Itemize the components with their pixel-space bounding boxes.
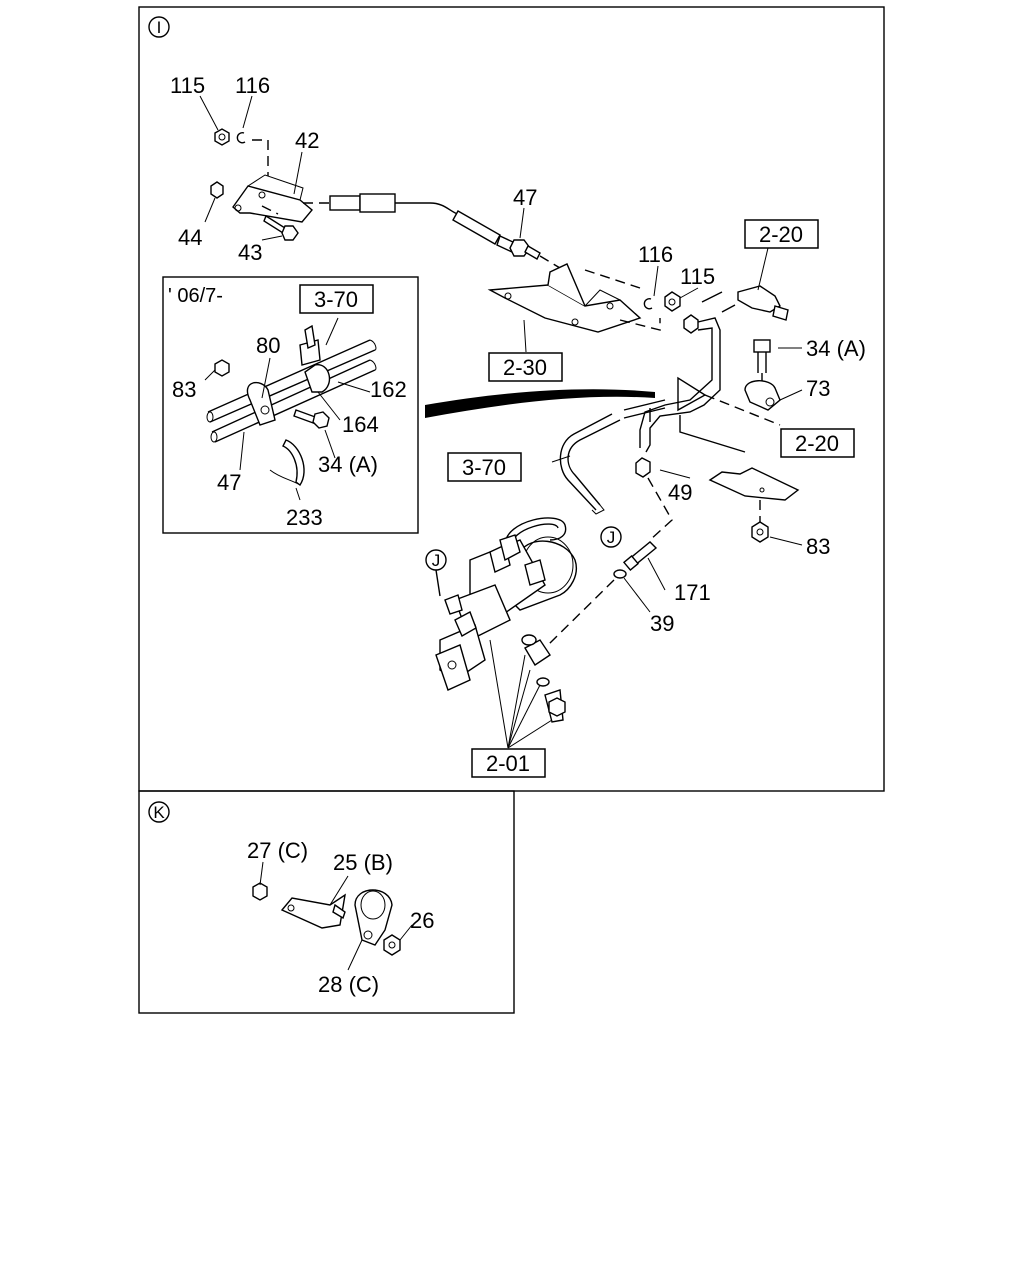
label-171: 171 (674, 580, 711, 605)
label-49: 49 (668, 480, 692, 505)
label-28c: 28 (C) (318, 972, 379, 997)
label-115-right: 115 (680, 264, 715, 289)
label-115-top-left: 115 (170, 73, 205, 98)
clip-73 (744, 380, 781, 411)
label-43: 43 (238, 240, 262, 265)
dashed-lead-43 (261, 205, 279, 215)
svg-text:2-01: 2-01 (486, 751, 530, 776)
ref-box-3-70-inset: 3-70 (299, 284, 374, 314)
nut-44 (210, 181, 224, 199)
dashed-lead-116 (252, 139, 269, 176)
label-164-inset: 164 (342, 412, 379, 437)
ref-box-2-30: 2-30 (488, 352, 563, 382)
washer-116-right (643, 298, 653, 310)
washer-116-top-left (236, 132, 246, 144)
inset-bolt-34a (293, 409, 330, 429)
connector-j-right: J (600, 526, 622, 548)
svg-text:2-30: 2-30 (503, 355, 547, 380)
label-34a-main: 34 (A) (806, 336, 866, 361)
ref-box-2-01: 2-01 (471, 748, 546, 778)
svg-text:K: K (153, 803, 165, 822)
label-73: 73 (806, 376, 830, 401)
stud-171 (622, 541, 658, 572)
svg-text:J: J (607, 528, 616, 547)
dashed-lead-bracket (584, 269, 641, 289)
ref-box-2-20-right: 2-20 (780, 428, 855, 458)
bolt-43 (263, 214, 299, 241)
inset-protector-233 (269, 439, 305, 487)
label-83-main: 83 (806, 534, 830, 559)
pipe-guide (677, 376, 707, 412)
leaders-2-01 (489, 639, 553, 749)
inset-date-label: ' 06/7- (168, 285, 223, 307)
section-i-marker: I (148, 16, 170, 38)
guide-line (679, 415, 746, 453)
connector-j-left: J (425, 549, 447, 597)
section-k-marker: K (148, 801, 170, 823)
leader-lines (199, 95, 803, 971)
label-27c: 27 (C) (247, 838, 308, 863)
bracket-2-30 (487, 263, 642, 333)
k-nut-27c (252, 882, 268, 901)
section-k-frame (138, 790, 515, 1014)
label-44: 44 (178, 225, 202, 250)
svg-text:2-20: 2-20 (759, 222, 803, 247)
label-116-right: 116 (638, 242, 673, 267)
k-bracket-25b (280, 893, 346, 929)
svg-text:I: I (157, 18, 162, 37)
inset-clamp (246, 324, 331, 426)
ref-box-2-20-top: 2-20 (744, 219, 819, 249)
dashed-lead-115b (619, 318, 661, 331)
washer-39 (613, 569, 627, 579)
label-39: 39 (650, 611, 674, 636)
k-clamp-28c (354, 889, 393, 946)
control-cable (303, 193, 561, 269)
inset-frame (162, 276, 419, 534)
bracket-2-20-right (708, 467, 800, 501)
label-83-inset: 83 (172, 377, 196, 402)
inset-pointer-band (425, 389, 655, 418)
label-47-inset: 47 (217, 470, 241, 495)
label-162-inset: 162 (370, 377, 407, 402)
label-80-inset: 80 (256, 333, 280, 358)
dashed-lead-clip (704, 394, 781, 426)
nut-83-right (751, 521, 769, 543)
svg-text:2-20: 2-20 (795, 431, 839, 456)
svg-text:3-70: 3-70 (314, 287, 358, 312)
label-47-main: 47 (513, 185, 537, 210)
label-116-top-left: 116 (235, 73, 270, 98)
dashed-lead-171 (647, 477, 673, 541)
clutch-master-cylinder (435, 517, 577, 723)
k-nut-26 (383, 934, 401, 956)
label-34a-inset: 34 (A) (318, 452, 378, 477)
svg-text:J: J (432, 551, 441, 570)
nut-115-top-left (214, 128, 230, 146)
label-25b: 25 (B) (333, 850, 393, 875)
label-42: 42 (295, 128, 319, 153)
svg-text:3-70: 3-70 (462, 455, 506, 480)
inset-pipes (206, 339, 377, 443)
pipe-49 (635, 314, 721, 478)
bolt-34a-top (753, 339, 771, 373)
label-26: 26 (410, 908, 434, 933)
ref-box-3-70-main: 3-70 (447, 452, 522, 482)
label-233-inset: 233 (286, 505, 323, 530)
inset-nut-83 (214, 359, 230, 377)
bracket-42 (232, 174, 313, 223)
fitting-2-20-top (701, 285, 789, 321)
nut-115-right (664, 291, 681, 312)
